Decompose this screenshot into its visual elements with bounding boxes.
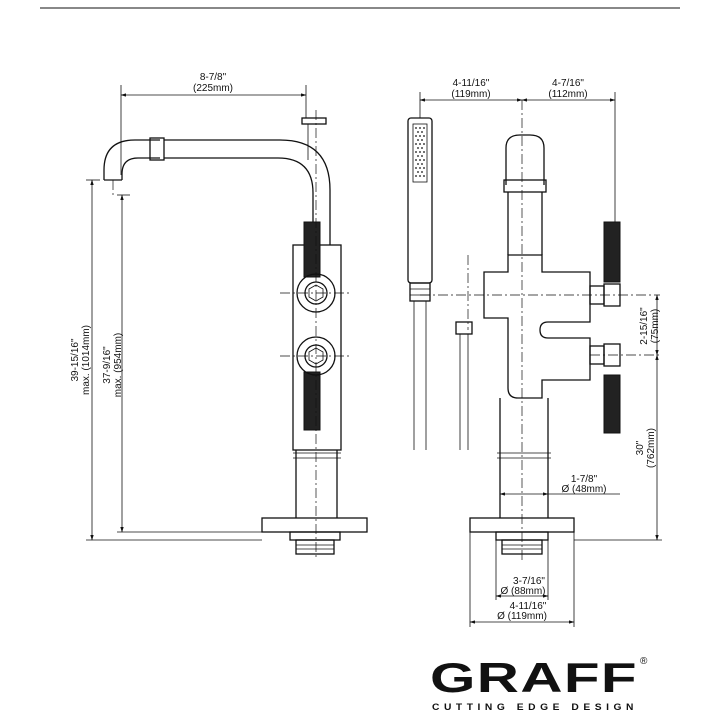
upper-handle [303, 221, 321, 278]
registered-mark: ® [640, 656, 648, 667]
brand-name: GRAFF [430, 654, 638, 701]
left-offset-metric: (119mm) [451, 89, 490, 100]
column-diameter-metric: Ø (48mm) [562, 484, 607, 495]
side-view [103, 110, 368, 560]
spout-height-imperial: 37-9/16" [102, 346, 113, 384]
total-height-metric: max. (1014mm) [81, 325, 92, 395]
brand-tagline: CUTTING EDGE DESIGN [432, 702, 638, 712]
dim-spout-height: 37-9/16" max. (954mm) [102, 194, 262, 533]
shower-head-nozzles [415, 127, 425, 177]
dim-column-diameter: 1-7/8" Ø (48mm) [499, 474, 620, 496]
front-view [407, 100, 660, 560]
right-offset-metric: (112mm) [548, 89, 587, 100]
handle-spacing-metric: (75mm) [650, 309, 661, 343]
brand-logo: GRAFF ® CUTTING EDGE DESIGN [430, 654, 648, 712]
spout-height-metric: max. (954mm) [113, 333, 124, 397]
overall-width-metric: (225mm) [193, 83, 233, 94]
dim-valve-height: 30" (762mm) [574, 354, 662, 541]
dim-offsets: 4-11/16" (119mm) 4-7/16" (112mm) [419, 78, 616, 222]
base-outer-imperial: 4-11/16" [510, 601, 547, 612]
base-inner-imperial: 3-7/16" [513, 576, 545, 587]
front-upper-handle [603, 221, 621, 283]
lower-handle [303, 371, 321, 431]
total-height-imperial: 39-15/16" [70, 338, 81, 381]
dim-total-height: 39-15/16" max. (1014mm) [70, 179, 262, 541]
base-inner-metric: Ø (88mm) [501, 586, 546, 597]
dim-base-diameters: 3-7/16" Ø (88mm) 4-11/16" Ø (119mm) [469, 532, 575, 627]
dim-overall-width: 8-7/8" (225mm) [120, 72, 307, 175]
left-offset-imperial: 4-11/16" [453, 78, 490, 89]
shower-head-face [412, 123, 428, 183]
overall-width-imperial: 8-7/8" [200, 72, 227, 83]
base-outer-metric: Ø (119mm) [497, 611, 547, 622]
right-offset-imperial: 4-7/16" [552, 78, 584, 89]
column-diameter-imperial: 1-7/8" [571, 474, 598, 485]
valve-height-metric: (762mm) [646, 428, 657, 468]
handle-spacing-imperial: 2-15/16" [639, 307, 650, 345]
valve-height-imperial: 30" [635, 440, 646, 455]
front-lower-handle [603, 374, 621, 434]
dim-handle-spacing: 2-15/16" (75mm) [639, 294, 661, 356]
